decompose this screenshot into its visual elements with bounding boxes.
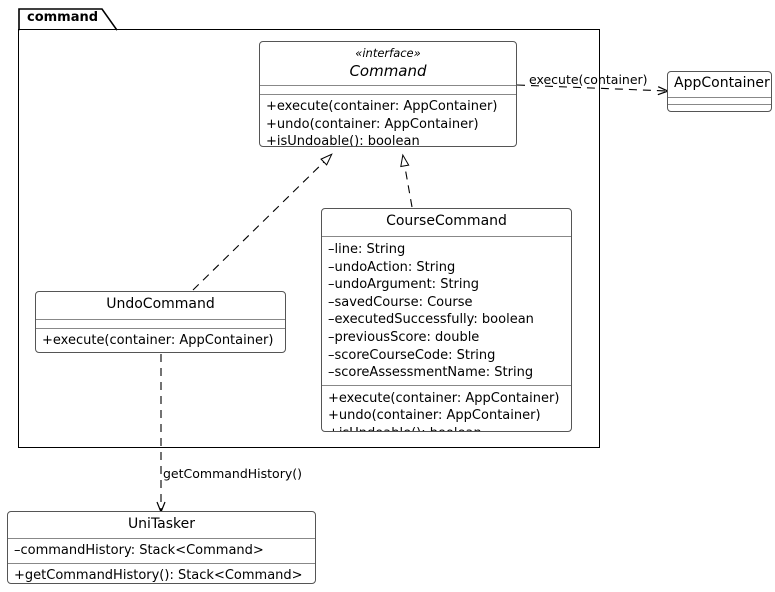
class-member: –undoArgument: String — [328, 277, 479, 293]
class-header-command: «interface» Command — [260, 42, 516, 85]
package-body — [18, 29, 600, 448]
class-box-command[interactable]: «interface» Command +execute(container: … — [259, 41, 517, 147]
class-methods-undocommand: +execute(container: AppContainer) — [36, 328, 285, 352]
class-attributes-command — [260, 85, 516, 94]
class-member: –scoreAssessmentName: String — [328, 365, 534, 381]
class-member: +execute(container: AppContainer) — [328, 390, 560, 406]
package-name-label: command — [27, 10, 99, 25]
class-member: –scoreCourseCode: String — [328, 347, 496, 363]
class-member: –line: String — [328, 242, 406, 257]
class-box-unitasker[interactable]: UniTasker –commandHistory: Stack<Command… — [7, 511, 316, 584]
class-name-appcontainer: AppContainer — [674, 75, 770, 91]
class-member: +undo(container: AppContainer) — [328, 408, 541, 424]
class-member: –undoAction: String — [328, 259, 456, 275]
package-tab: command — [18, 8, 118, 31]
class-box-undocommand[interactable]: UndoCommand +execute(container: AppConta… — [35, 291, 286, 353]
class-name-unitasker: UniTasker — [127, 516, 196, 532]
class-attributes-coursecommand: –line: String –undoAction: String –undoA… — [322, 236, 571, 385]
class-header-appcontainer: AppContainer — [668, 72, 771, 97]
edge-label-execute-container: execute(container) — [529, 72, 648, 87]
class-methods-coursecommand: +execute(container: AppContainer) +undo(… — [322, 384, 571, 431]
class-box-coursecommand[interactable]: CourseCommand –line: String –undoAction:… — [321, 208, 572, 432]
class-header-coursecommand: CourseCommand — [322, 209, 571, 236]
class-stereotype-command: «interface» — [355, 46, 421, 60]
class-member: +execute(container: AppContainer) — [266, 99, 498, 114]
class-header-unitasker: UniTasker — [8, 512, 315, 538]
class-member: +undo(container: AppContainer) — [266, 116, 479, 132]
class-methods-command: +execute(container: AppContainer) +undo(… — [260, 94, 516, 147]
class-box-appcontainer[interactable]: AppContainer — [667, 71, 772, 112]
class-attributes-appcontainer — [668, 97, 771, 104]
class-member: +isUndoable(): boolean — [266, 134, 420, 147]
class-member: +getCommandHistory(): Stack<Command> — [14, 567, 303, 583]
class-member: –savedCourse: Course — [328, 294, 473, 310]
class-attributes-undocommand — [36, 319, 285, 328]
class-member: +execute(container: AppContainer) — [42, 333, 274, 348]
class-name-coursecommand: CourseCommand — [386, 213, 507, 229]
class-methods-unitasker: +getCommandHistory(): Stack<Command> — [8, 562, 315, 583]
class-attributes-unitasker: –commandHistory: Stack<Command> — [8, 538, 315, 563]
class-member: +isUndoable(): boolean — [328, 425, 565, 431]
class-methods-appcontainer — [668, 104, 771, 111]
class-member: –executedSuccessfully: boolean — [328, 312, 534, 328]
class-name-undocommand: UndoCommand — [106, 296, 215, 312]
edge-label-get-command-history: getCommandHistory() — [163, 466, 302, 481]
class-header-undocommand: UndoCommand — [36, 292, 285, 319]
class-member: –previousScore: double — [328, 329, 480, 345]
class-name-command: Command — [349, 62, 427, 80]
class-member: –commandHistory: Stack<Command> — [14, 543, 264, 558]
